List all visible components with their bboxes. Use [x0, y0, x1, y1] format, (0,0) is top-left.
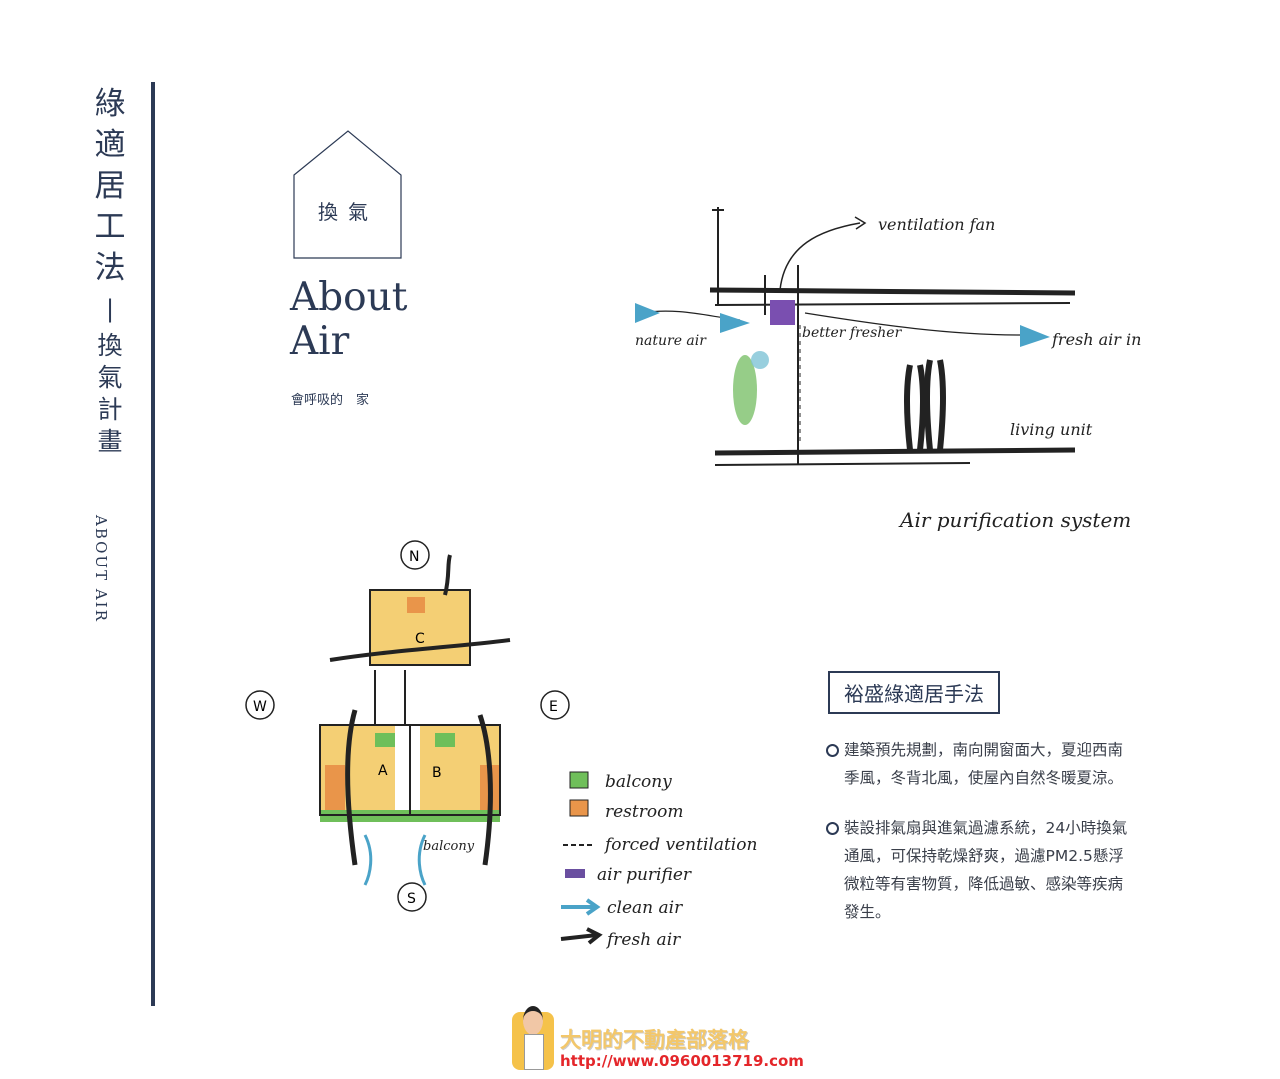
title-char: 適	[94, 127, 126, 163]
bullet-line: 通風，可保持乾燥舒爽，過濾PM2.5懸浮	[844, 847, 1124, 865]
tagline: 會呼吸的 家	[291, 393, 370, 408]
bullet-line: 微粒等有害物質，降低過敏、感染等疾病	[844, 875, 1124, 893]
title-line: Air	[290, 319, 350, 364]
compass-e: E	[549, 699, 558, 715]
legend-label: balcony	[605, 772, 672, 792]
sketch-caption: Air purification system	[898, 508, 1131, 532]
avatar-body	[524, 1034, 544, 1070]
house-outline-icon	[293, 130, 402, 259]
title-char: 綠	[94, 86, 126, 122]
vertical-title: 綠 適 居 工 法 | 換 氣 計 畫	[88, 84, 132, 458]
legend-label: fresh air	[605, 930, 681, 950]
vertical-divider	[151, 82, 155, 1006]
method-heading: 裕盛綠適居手法	[828, 671, 1000, 714]
bullet-circle-icon	[826, 744, 839, 757]
bullet-line: 裝設排氣扇與進氣過濾系統，24小時換氣	[844, 819, 1128, 837]
legend-label: clean air	[607, 898, 683, 918]
air-purification-section-sketch: ventilation fan nature air better freshe…	[635, 207, 1141, 532]
house-label: 換氣	[318, 200, 378, 224]
unit-label: B	[432, 765, 442, 781]
blog-name: 大明的不動產部落格	[560, 1028, 749, 1052]
compass-n: N	[409, 549, 419, 565]
legend-label: air purifier	[597, 865, 692, 885]
compass-w: W	[253, 699, 267, 715]
balcony-note: balcony	[423, 839, 475, 854]
title-line: About	[290, 275, 408, 320]
title-separator: |	[105, 295, 115, 323]
bullet-line: 建築預先規劃，南向開窗面大，夏迎西南	[844, 741, 1124, 759]
bullet-circle-icon	[826, 822, 839, 835]
title-char: 換	[97, 331, 123, 360]
legend: balcony restroom forced ventilation air …	[560, 771, 757, 950]
bullet-line: 發生。	[844, 903, 891, 921]
avatar-face	[523, 1006, 543, 1035]
label-ventilation-fan: ventilation fan	[878, 215, 995, 234]
title-char: 工	[94, 209, 126, 245]
label-fresh-air-in: fresh air in	[1051, 330, 1141, 349]
unit-label: C	[415, 631, 425, 647]
blogger-avatar-icon	[512, 1006, 554, 1070]
label-living-unit: living unit	[1010, 420, 1093, 439]
bullet-line: 季風，冬背北風，使屋內自然冬暖夏涼。	[844, 769, 1124, 787]
unit-label: A	[378, 763, 388, 779]
title-char: 氣	[97, 363, 123, 392]
title-char: 居	[94, 168, 126, 204]
page-title: About Air	[290, 276, 407, 364]
blog-url[interactable]: http://www.0960013719.com	[560, 1052, 804, 1070]
label-better-fresher: better fresher	[802, 325, 903, 341]
compass-s: S	[407, 891, 416, 907]
title-char: 計	[97, 395, 123, 424]
title-char: 畫	[97, 427, 123, 456]
legend-label: restroom	[605, 802, 683, 822]
label-nature-air: nature air	[635, 333, 707, 349]
title-char: 法	[94, 250, 126, 286]
floor-plan-sketch: N W E S A B C balcony balcony restroom f…	[245, 540, 757, 950]
bullet-item: 裝設排氣扇與進氣過濾系統，24小時換氣 通風，可保持乾燥舒爽，過濾PM2.5懸浮…	[826, 814, 1186, 926]
sidebar-subtitle: ABOUT AIR	[92, 515, 110, 623]
legend-label: forced ventilation	[603, 835, 757, 855]
bullet-item: 建築預先規劃，南向開窗面大，夏迎西南 季風，冬背北風，使屋內自然冬暖夏涼。	[826, 736, 1186, 792]
